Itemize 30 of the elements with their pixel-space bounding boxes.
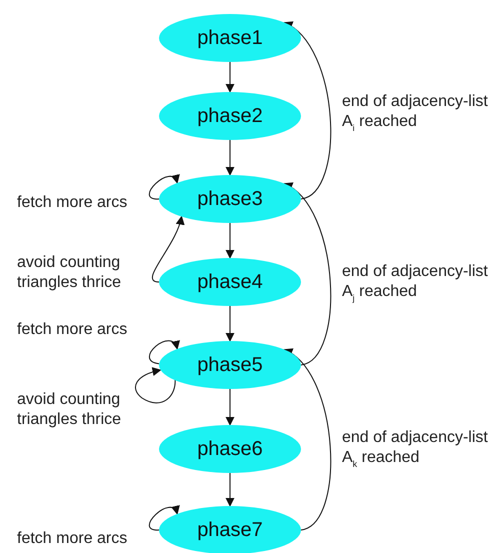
loop-arrow <box>148 340 178 364</box>
phase-label: phase4 <box>197 270 263 294</box>
arrow <box>226 140 234 176</box>
edge-label: end of adjacency-list A$_{j}$ reached <box>342 262 489 302</box>
arrow <box>284 183 332 366</box>
arrow <box>226 472 234 507</box>
loop-arrow <box>148 504 178 530</box>
edge-label: avoid counting triangles thrice <box>17 390 122 430</box>
phase-ellipse <box>159 258 301 306</box>
loop-arrow <box>148 174 178 200</box>
loop-arrow <box>134 366 176 404</box>
phase-label: phase2 <box>197 104 263 128</box>
arrow <box>226 306 234 342</box>
edge-label: fetch more arcs <box>17 320 128 340</box>
phase-label: phase3 <box>197 188 263 210</box>
phase-label: phase6 <box>197 438 263 460</box>
arrow <box>226 388 234 426</box>
phase-label: phase7 <box>197 518 263 542</box>
edge-label: end of adjacency-list A$_{k}$ reached <box>342 428 489 468</box>
arrow <box>226 62 234 93</box>
phase-label: phase1 <box>197 26 263 50</box>
edge-label: fetch more arcs <box>17 193 128 213</box>
edge-label: avoid counting triangles thrice <box>17 253 122 293</box>
arrow <box>284 22 332 200</box>
arrow <box>284 349 332 530</box>
phase-label: phase5 <box>197 354 263 376</box>
edge-label: fetch more arcs <box>17 529 128 549</box>
arrow <box>226 222 234 259</box>
arrow <box>152 216 184 282</box>
edge-label: end of adjacency-list A$_{i}$ reached <box>342 92 489 132</box>
